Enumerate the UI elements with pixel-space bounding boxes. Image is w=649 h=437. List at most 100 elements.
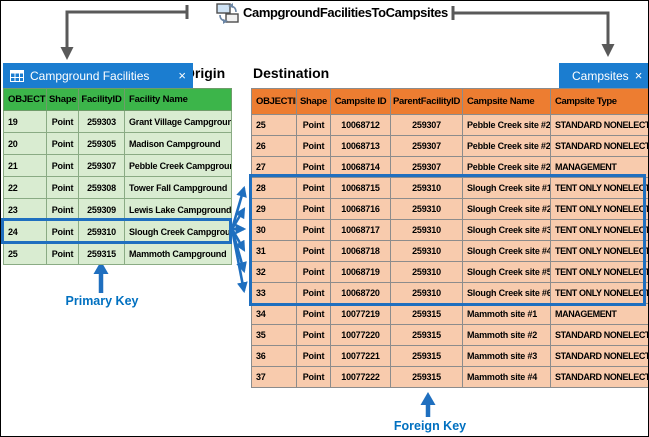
- table-cell: STANDARD NONELECTRIC: [550, 324, 648, 346]
- table-cell: Slough Creek site #5: [462, 261, 551, 283]
- table-cell: 259309: [78, 198, 125, 221]
- table-cell: Point: [296, 261, 331, 283]
- column-header[interactable]: Campsite Name: [462, 88, 551, 115]
- table-cell: Point: [296, 198, 331, 220]
- table-cell: Pebble Creek site #27: [462, 156, 551, 178]
- close-tab-icon[interactable]: ×: [634, 68, 643, 83]
- table-cell: MANAGEMENT: [550, 156, 648, 178]
- down-arrow-icon: [601, 44, 615, 57]
- table-cell: STANDARD NONELECTRIC: [550, 135, 648, 157]
- table-cell: 10068716: [330, 198, 391, 220]
- column-header[interactable]: Shape: [46, 88, 79, 111]
- campsites-table: OBJECTIDShapeCampsite IDParentFacilityID…: [251, 88, 648, 388]
- table-cell: 10068720: [330, 282, 391, 304]
- table-cell: 10068713: [330, 135, 391, 157]
- table-cell: Slough Creek site #4: [462, 240, 551, 262]
- table-cell: 20: [3, 132, 47, 155]
- column-header[interactable]: OBJECTID: [3, 88, 47, 111]
- up-arrow-icon: [420, 392, 436, 405]
- table-cell: Point: [296, 177, 331, 199]
- table-cell: 10068712: [330, 114, 391, 136]
- table-grid-icon: [10, 69, 24, 82]
- table-cell: Point: [296, 366, 331, 388]
- tab-label: Campsites: [572, 68, 629, 83]
- table-cell: Point: [296, 114, 331, 136]
- table-cell: 259305: [78, 132, 125, 155]
- table-cell: 259315: [390, 366, 463, 388]
- column-header[interactable]: Campsite ID: [330, 88, 391, 115]
- campground-facilities-table: OBJECTIDShapeFacilityIDFacility Name 19P…: [3, 88, 232, 265]
- table-cell: Mammoth Campground: [124, 242, 232, 265]
- table-cell: TENT ONLY NONELECTRIC: [550, 219, 648, 241]
- table-cell: 259307: [390, 156, 463, 178]
- table-cell: Point: [296, 240, 331, 262]
- destination-label: Destination: [253, 65, 330, 81]
- table-cell: Point: [296, 156, 331, 178]
- table-cell: 24: [3, 220, 47, 243]
- table-cell: 259310: [390, 240, 463, 262]
- column-header[interactable]: Facility Name: [124, 88, 232, 111]
- table-cell: 33: [251, 282, 297, 304]
- column-header[interactable]: Shape: [296, 88, 331, 115]
- relationship-class-name: CampgroundFacilitiesToCampsites: [243, 5, 448, 20]
- table-cell: STANDARD NONELECTRIC: [550, 366, 648, 388]
- table-cell: Madison Campground: [124, 132, 232, 155]
- table-cell: 10068714: [330, 156, 391, 178]
- destination-connector-line: [451, 6, 615, 57]
- table-cell: 22: [3, 176, 47, 199]
- table-cell: 10077220: [330, 324, 391, 346]
- table-cell: 10068715: [330, 177, 391, 199]
- table-cell: Slough Creek site #3: [462, 219, 551, 241]
- column-header[interactable]: Campsite Type: [550, 88, 648, 115]
- column-header[interactable]: ParentFacilityID: [390, 88, 463, 115]
- table-cell: TENT ONLY NONELECTRIC: [550, 240, 648, 262]
- table-cell: Slough Creek Campground: [124, 220, 232, 243]
- tab-campground-facilities[interactable]: Campground Facilities ×: [3, 63, 193, 88]
- table-cell: Point: [296, 324, 331, 346]
- table-cell: 10077221: [330, 345, 391, 367]
- table-cell: 30: [251, 219, 297, 241]
- table-cell: TENT ONLY NONELECTRIC: [550, 198, 648, 220]
- table-cell: Point: [296, 135, 331, 157]
- table-cell: 37: [251, 366, 297, 388]
- primary-key-label: Primary Key: [65, 294, 139, 308]
- table-cell: 35: [251, 324, 297, 346]
- close-tab-icon[interactable]: ×: [178, 68, 186, 83]
- table-cell: 36: [251, 345, 297, 367]
- tab-campsites[interactable]: Campsites ×: [559, 63, 648, 88]
- table-cell: Mammoth site #2: [462, 324, 551, 346]
- origin-connector-line: [60, 5, 189, 60]
- down-arrow-icon: [60, 47, 74, 60]
- table-cell: 259310: [78, 220, 125, 243]
- header-row: OBJECTIDShapeCampsite IDParentFacilityID…: [251, 88, 648, 115]
- column-header[interactable]: FacilityID: [78, 88, 125, 111]
- table-cell: Slough Creek site #2: [462, 198, 551, 220]
- table-cell: 259315: [390, 324, 463, 346]
- header-row: OBJECTIDShapeFacilityIDFacility Name: [3, 88, 232, 111]
- table-cell: 259307: [390, 114, 463, 136]
- table-cell: 259310: [390, 219, 463, 241]
- table-cell: 259303: [78, 110, 125, 133]
- column-header[interactable]: OBJECTID: [251, 88, 297, 115]
